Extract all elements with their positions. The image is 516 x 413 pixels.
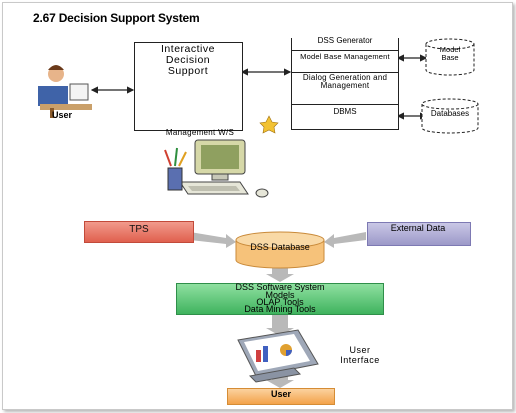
dss-generator-label: DSS Generator (317, 36, 373, 45)
model-base-management-label: Model Base Management (300, 52, 390, 61)
dss-software-system-box (176, 283, 384, 315)
model-base-cylinder (425, 38, 475, 76)
dss-software-system-line1: DSS Software System (235, 282, 325, 292)
monitor-icon (237, 329, 319, 383)
user-label-bottom: User (270, 389, 291, 399)
dbms-box (291, 104, 399, 130)
model-base-label: Model Base (439, 45, 461, 62)
user-box-bottom (227, 388, 335, 405)
software-to-ui-arrow (266, 314, 294, 336)
dss-database-label: DSS Database (250, 242, 310, 252)
external-data-label: External Data (390, 223, 446, 233)
external-arrow (324, 232, 366, 248)
tps-arrow (190, 232, 236, 248)
management-ws-label: Management W/S (165, 128, 235, 137)
tps-box (84, 221, 194, 243)
user-figure-icon (38, 65, 92, 118)
interactive-decision-support-label: Interactive Decision Support (161, 43, 215, 78)
interactive-decision-support-box (134, 42, 243, 131)
model-base-management-box (291, 50, 399, 74)
sticker-icon (259, 115, 279, 134)
dialog-generation-label: Dialog Generation and Management (302, 73, 388, 91)
databases-label: Databases (430, 109, 470, 118)
slide-title: 2.67 Decision Support System (33, 11, 200, 25)
databases-cylinder (421, 98, 479, 134)
workstation-icon (164, 139, 269, 198)
user-interface-label: User Interface (340, 345, 380, 365)
external-data-box (367, 222, 471, 246)
dss-software-system-line4: Data Mining Tools (244, 304, 316, 314)
dss-database-cylinder (235, 231, 325, 269)
tps-label: TPS (129, 224, 149, 235)
dss-software-system-line3: OLAP Tools (256, 297, 304, 307)
dbms-label: DBMS (333, 107, 357, 116)
user-label-top: User (51, 110, 72, 120)
dss-software-system-line2: Models (265, 290, 295, 300)
